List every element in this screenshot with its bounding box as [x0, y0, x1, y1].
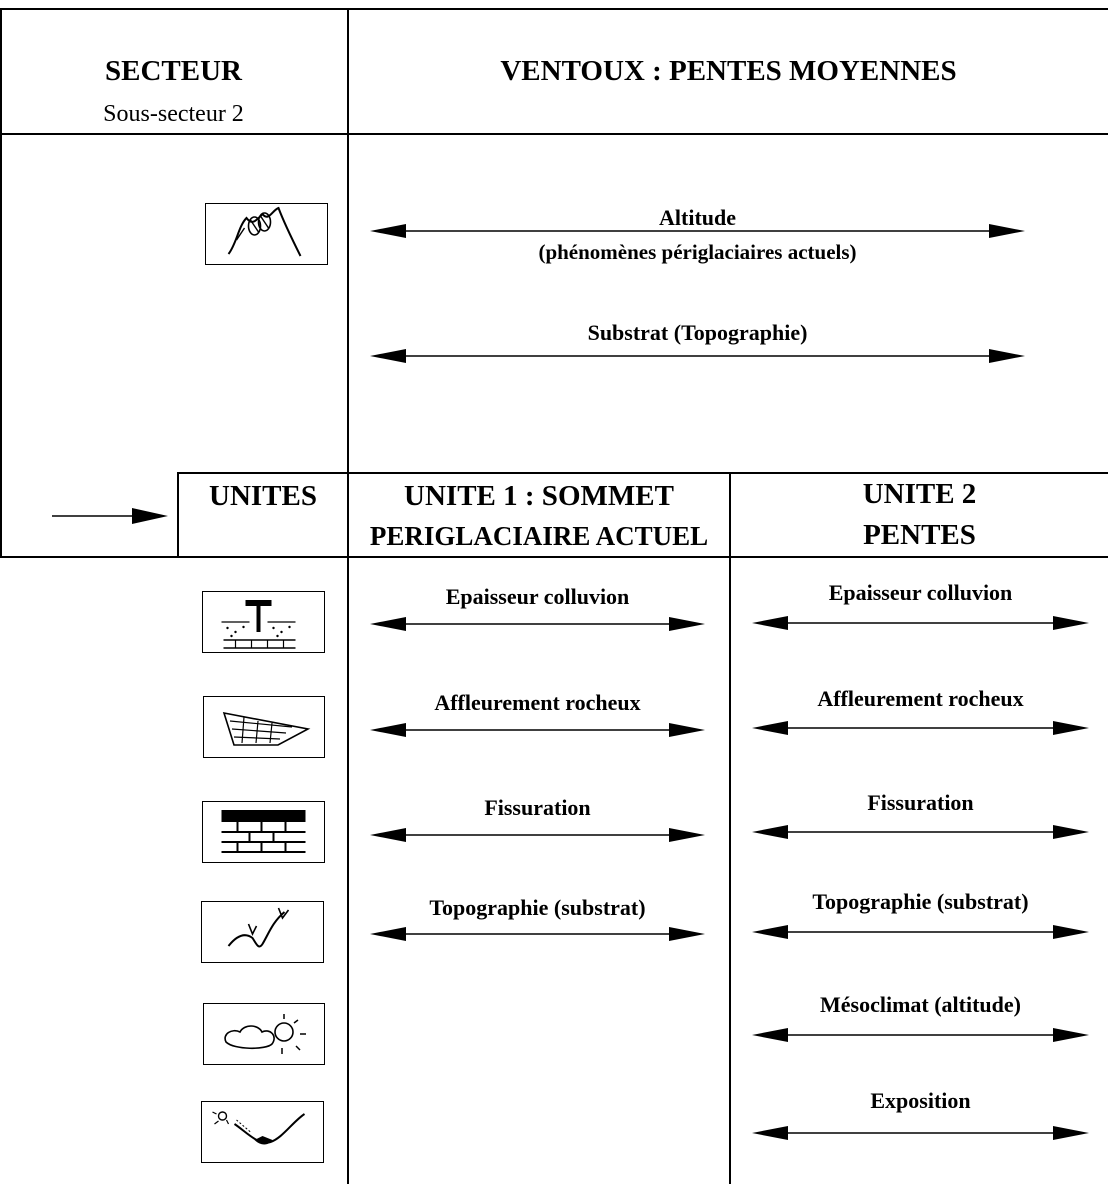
colluvion-auger-icon	[202, 591, 325, 653]
unit1-topography-arrow	[370, 927, 705, 941]
units-row-bottom-line	[0, 556, 1108, 558]
unit1-factor-topography: Topographie (substrat)	[429, 895, 646, 920]
sector-subtitle: Sous-secteur 2	[103, 101, 244, 127]
substrat-arrow	[370, 349, 1025, 363]
unit2-factor-topography: Topographie (substrat)	[812, 889, 1029, 914]
sector-column-divider	[347, 8, 349, 1184]
mountain-icon	[205, 203, 328, 265]
unit1-factor-colluvion: Epaisseur colluvion	[445, 584, 630, 609]
unit2-topography-arrow	[752, 925, 1089, 939]
unit1-factor-outcrop: Affleurement rocheux	[434, 690, 641, 715]
topography-icon	[201, 901, 324, 963]
unit2-factor-exposition: Exposition	[870, 1088, 971, 1113]
unit2-factor-outcrop: Affleurement rocheux	[817, 686, 1024, 711]
units-label-left-line	[177, 472, 179, 558]
fissured-rock-icon	[202, 801, 325, 863]
unit2-fissuration-arrow	[752, 825, 1089, 839]
sun-cloud-icon	[203, 1003, 325, 1065]
header-divider-line	[0, 133, 1108, 135]
unit2-colluvion-arrow	[752, 616, 1089, 630]
unit1-factor-fissuration: Fissuration	[484, 795, 591, 820]
altitude-arrow	[370, 224, 1025, 238]
unit2-subtitle: PENTES	[863, 519, 976, 551]
unit1-title: UNITE 1 : SOMMET	[404, 480, 674, 512]
units-pointer-arrow	[52, 508, 168, 524]
unit1-subtitle: PERIGLACIAIRE ACTUEL	[369, 521, 709, 551]
altitude-note: (phénomènes périglaciaires actuels)	[538, 240, 857, 264]
unit2-factor-mesoclimate: Mésoclimat (altitude)	[820, 992, 1021, 1017]
sector-title: SECTEUR	[105, 55, 242, 87]
unit2-outcrop-arrow	[752, 721, 1089, 735]
frame-left-line	[0, 8, 2, 558]
altitude-label: Altitude	[659, 205, 736, 230]
unit1-fissuration-arrow	[370, 828, 705, 842]
rock-outcrop-icon	[203, 696, 325, 758]
frame-top-line	[0, 8, 1108, 10]
units-row-top-line	[177, 472, 1108, 474]
unit1-colluvion-arrow	[370, 617, 705, 631]
substrat-label: Substrat (Topographie)	[587, 320, 808, 345]
exposure-slope-icon	[201, 1101, 324, 1163]
unit2-factor-colluvion: Epaisseur colluvion	[828, 580, 1013, 605]
unit1-outcrop-arrow	[370, 723, 705, 737]
unit2-title: UNITE 2	[862, 478, 977, 510]
units-label: UNITES	[209, 480, 317, 512]
unit2-mesoclimate-arrow	[752, 1028, 1089, 1042]
unit-column-divider	[729, 472, 731, 1184]
unit2-exposition-arrow	[752, 1126, 1089, 1140]
unit2-factor-fissuration: Fissuration	[867, 790, 974, 815]
page-title: VENTOUX : PENTES MOYENNES	[500, 55, 957, 87]
